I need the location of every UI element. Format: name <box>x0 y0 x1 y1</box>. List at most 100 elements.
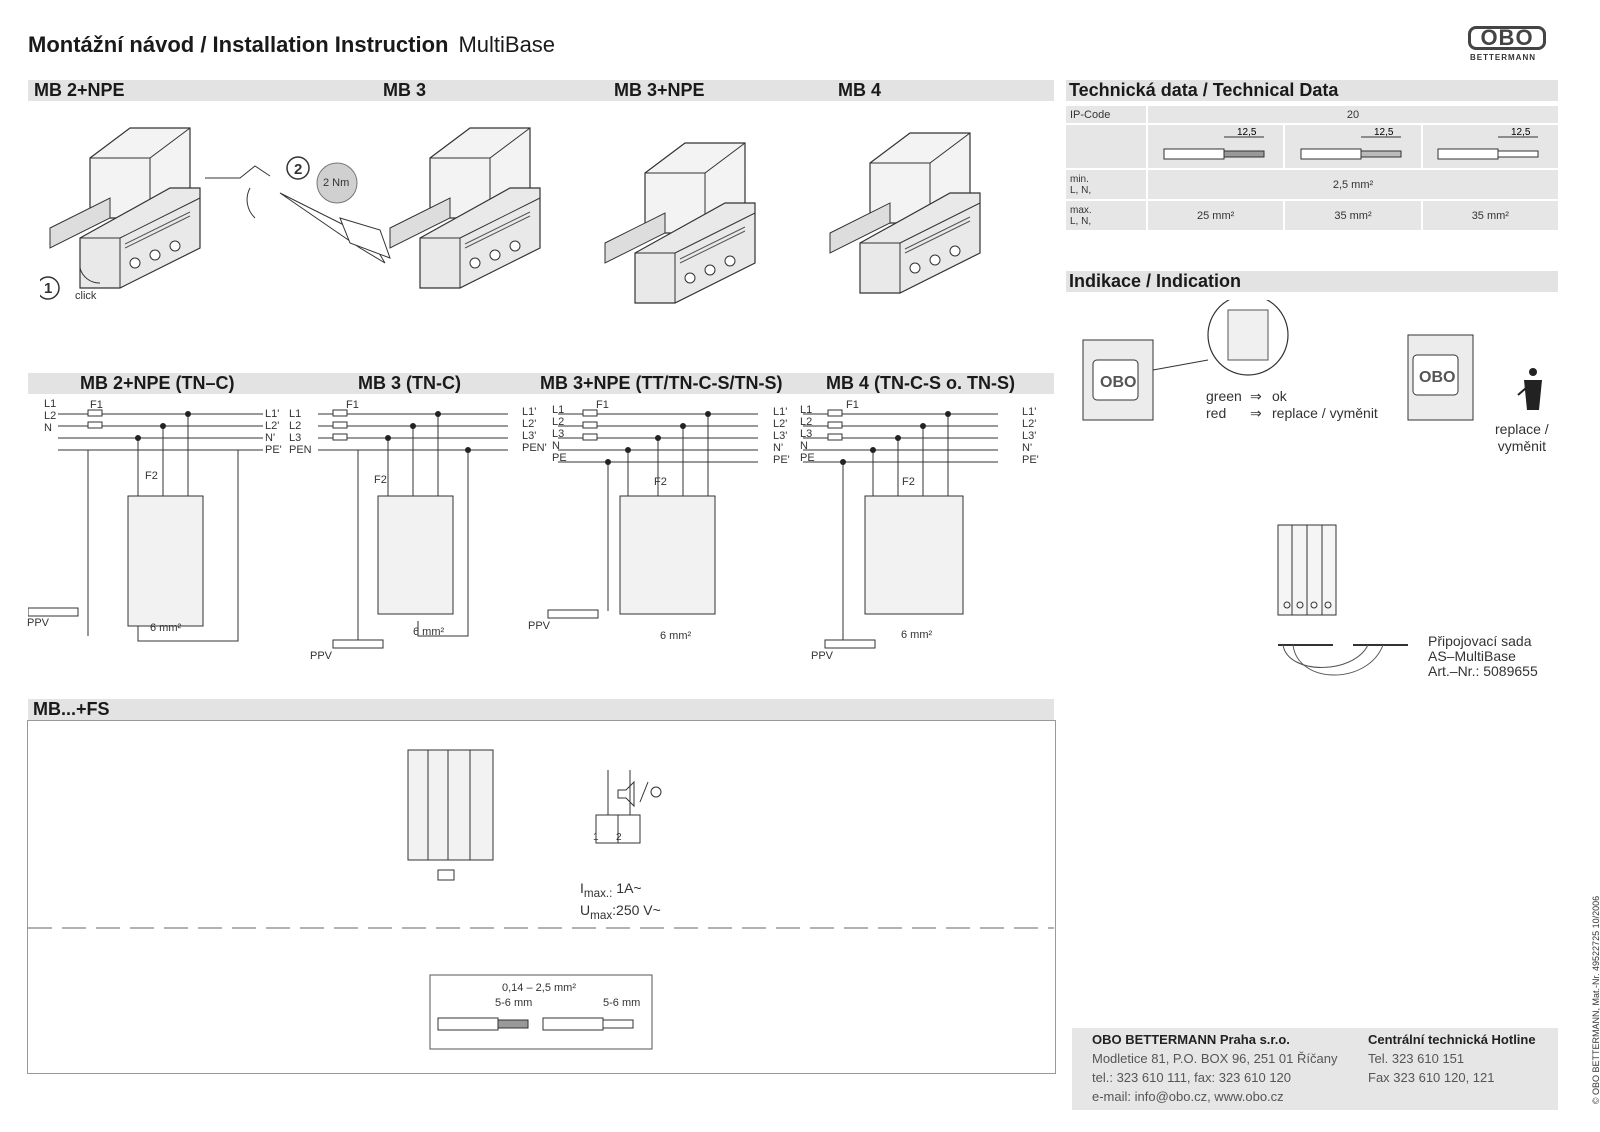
kit-line1: Připojovací sada <box>1428 633 1532 649</box>
strip-cell-1: 12,5 <box>1148 125 1284 168</box>
fs-device <box>407 749 494 881</box>
d2-l1: L1 <box>289 408 302 420</box>
red-arrow: ⇒ <box>1250 405 1262 421</box>
d1-f2: F2 <box>145 470 158 482</box>
tech-table: IP-Code 20 12,5 12,5 12,5 <box>1064 104 1560 232</box>
d2-l3p: L3' <box>522 430 537 442</box>
green-label: green <box>1206 388 1242 404</box>
fs-ratings: Imax.: 1A~ Umax:250 V~ <box>580 880 661 924</box>
strip-cell-2: 12,5 <box>1285 125 1421 168</box>
d1-l1: L1 <box>44 398 57 410</box>
tech-bar <box>1066 80 1558 101</box>
d4-f1: F1 <box>846 399 859 411</box>
indication-bar <box>1066 271 1558 292</box>
d3-ppv: PPV <box>528 620 551 632</box>
wire-stranded-icon: 12,5 <box>1163 127 1265 160</box>
d1-ppv: PPV <box>27 617 50 629</box>
d4-f2: F2 <box>902 476 915 488</box>
d3-pep: PE' <box>773 454 790 466</box>
strip-length-3: 12,5 <box>1511 127 1531 138</box>
d1-pep: PE' <box>265 444 282 456</box>
d3-f2: F2 <box>654 476 667 488</box>
fs-strip-2: 5-6 mm <box>603 997 641 1009</box>
d1-l2p: L2' <box>265 420 280 432</box>
max-value-3: 35 mm² <box>1422 201 1558 230</box>
connection-kit <box>1278 644 1408 676</box>
imax-value: 1A~ <box>616 880 642 896</box>
imax-row: Imax.: 1A~ <box>580 880 661 902</box>
d3-l1p: L1' <box>773 406 788 418</box>
d3-pe: PE <box>552 452 567 464</box>
indication-drawing: OBO OBO <box>1082 300 1542 676</box>
strip-cell-3: 12,5 <box>1422 125 1558 168</box>
ip-value: 20 <box>1148 106 1558 123</box>
d4-n: N <box>800 440 808 452</box>
d4-pe: PE <box>800 452 815 464</box>
d4-wire: 6 mm² <box>901 629 933 641</box>
device-mb3npe <box>604 142 756 304</box>
hotline-title: Centrální technická Hotline <box>1368 1032 1536 1047</box>
contact-box <box>1072 1028 1558 1110</box>
wiring-diagrams <box>28 409 998 649</box>
umax-row: Umax:250 V~ <box>580 901 661 922</box>
device-mb4 <box>829 132 981 294</box>
max-value-1: 25 mm² <box>1148 201 1284 230</box>
device-front-view <box>1277 524 1337 616</box>
kit-label: Připojovací sada AS–MultiBase Art.–Nr.: … <box>1428 634 1538 679</box>
tech-title: Technická data / Technical Data <box>1069 80 1339 100</box>
fs-bar <box>28 699 1054 720</box>
green-text: ok <box>1272 388 1287 404</box>
d3-l2p: L2' <box>773 418 788 430</box>
indication-title: Indikace / Indication <box>1069 271 1242 291</box>
max-label: max. L, N, <box>1066 201 1146 230</box>
d1-n: N <box>44 422 52 434</box>
contact-phone: tel.: 323 610 111, fax: 323 610 120 <box>1092 1070 1292 1085</box>
max-value-2: 35 mm² <box>1285 201 1421 230</box>
replace-note: replace / vyměnit <box>1495 421 1549 455</box>
contact-email: e-mail: info@obo.cz, www.obo.cz <box>1092 1089 1284 1104</box>
d4-right-labels: L1' L2' L3' N' PE' <box>1022 406 1039 466</box>
fs-strip-1: 5-6 mm <box>495 997 533 1009</box>
device-mb3 <box>389 127 541 289</box>
trash-icon <box>1517 368 1542 410</box>
d2-l2: L2 <box>289 420 302 432</box>
model-label-3: MB 3+NPE <box>614 80 705 100</box>
torque-value: 2 Nm <box>323 177 350 189</box>
strip-label-cell <box>1066 125 1146 168</box>
svg-text:OBO: OBO <box>1100 374 1136 391</box>
svg-text:OBO: OBO <box>1419 369 1455 386</box>
schematic-title-3: MB 3+NPE (TT/TN-C-S/TN-S) <box>540 373 783 393</box>
d3-l3p: L3' <box>773 430 788 442</box>
d2-penp: PEN' <box>522 442 547 454</box>
device-mb2npe <box>49 127 201 289</box>
d2-pen: PEN <box>289 444 312 456</box>
d3-l2: L2 <box>552 416 565 428</box>
product-name: MultiBase <box>458 32 556 57</box>
min-label-line1: min. <box>1070 173 1089 185</box>
obo-logo: OBO BETTERMANN <box>1468 26 1558 62</box>
d3-wire: 6 mm² <box>660 630 692 642</box>
max-label-line1: max. <box>1070 204 1092 216</box>
red-text: replace / vyměnit <box>1272 405 1378 421</box>
d3-np: N' <box>773 442 784 454</box>
min-label: min. L, N, <box>1066 170 1146 199</box>
schematic-title-1: MB 2+NPE (TN–C) <box>80 373 235 393</box>
replace-line2: vyměnit <box>1497 438 1546 454</box>
d3-left-labels: L1 L2 L3 N PE <box>552 404 567 464</box>
contact-company: OBO BETTERMANN Praha s.r.o. <box>1092 1032 1290 1047</box>
d4-l2p: L2' <box>1022 418 1037 430</box>
d1-left-labels: L1 L2 N <box>44 398 56 434</box>
strip-length-2: 12,5 <box>1374 127 1394 138</box>
imax-sub: max.: <box>583 886 613 900</box>
d3-l1: L1 <box>552 404 565 416</box>
umax-value: 250 V~ <box>616 901 661 918</box>
green-arrow: ⇒ <box>1250 388 1262 404</box>
d1-right-labels: L1' L2' N' PE' <box>265 408 282 456</box>
d2-l1p: L1' <box>522 406 537 418</box>
d1-np: N' <box>265 432 276 444</box>
page-title: Montážní návod / Installation Instructio… <box>28 32 555 58</box>
d3-right-labels: L1' L2' L3' N' PE' <box>773 406 790 466</box>
strip-length-1: 12,5 <box>1237 127 1257 138</box>
umax-label: U <box>580 901 591 918</box>
min-value: 2,5 mm² <box>1148 170 1558 199</box>
